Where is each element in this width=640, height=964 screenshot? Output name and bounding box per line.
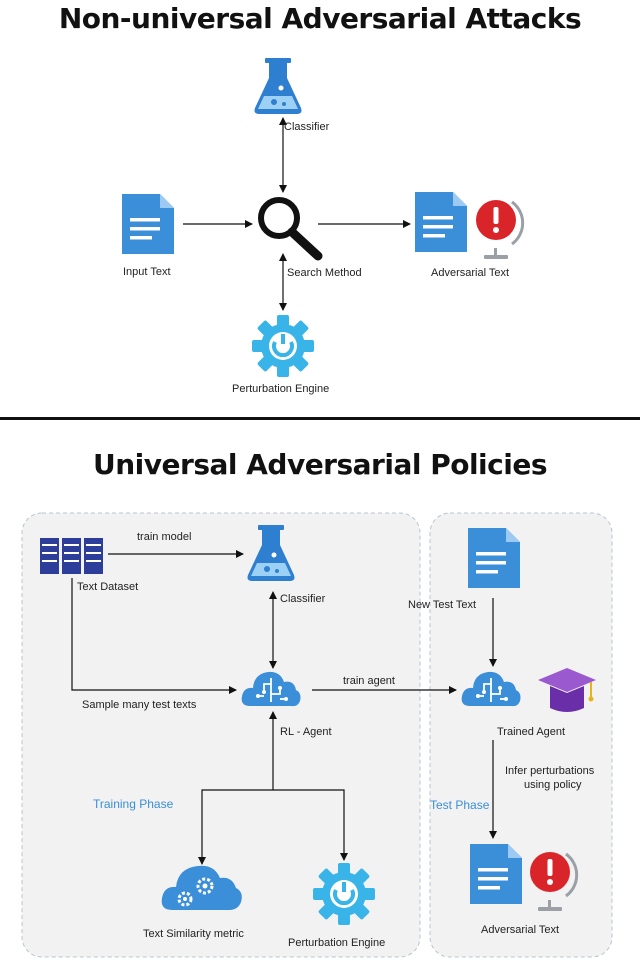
label-search-method: Search Method [287, 267, 362, 279]
gear-icon [250, 313, 316, 379]
label-text-similarity: Text Similarity metric [143, 928, 244, 940]
label-training-phase: Training Phase [93, 797, 174, 811]
edge-label-infer-2: using policy [524, 779, 582, 791]
edge-label-train-agent: train agent [343, 675, 395, 687]
edge-label-sample-tests: Sample many test texts [82, 699, 197, 711]
section-divider [0, 417, 640, 420]
label-new-test-text: New Test Text [408, 599, 477, 611]
training-phase-panel [21, 512, 421, 958]
label-classifier: Classifier [280, 593, 326, 605]
document-icon [122, 194, 174, 254]
label-rl-agent: RL - Agent [280, 726, 332, 738]
graduation-cap-icon [538, 668, 596, 712]
top-section-title: Non-universal Adversarial Attacks [58, 2, 582, 35]
label-trained-agent: Trained Agent [497, 726, 566, 738]
top-connectors [183, 117, 411, 311]
alert-globe-icon [474, 198, 525, 261]
edge-label-train-model: train model [137, 531, 192, 543]
flask-icon [254, 58, 302, 114]
label-perturbation-engine: Perturbation Engine [288, 937, 386, 949]
label-perturbation-engine: Perturbation Engine [232, 383, 330, 395]
edge-label-infer-1: Infer perturbations [505, 765, 595, 777]
document-icon [470, 844, 522, 904]
bottom-section-title: Universal Adversarial Policies [93, 448, 548, 481]
magnifier-icon [258, 197, 323, 261]
document-icon [468, 528, 520, 588]
label-classifier: Classifier [284, 121, 330, 133]
label-adversarial-text: Adversarial Text [481, 924, 560, 936]
gear-icon [311, 861, 377, 927]
gears-cloud-icon [161, 865, 242, 910]
label-adversarial-text: Adversarial Text [431, 267, 510, 279]
database-icon [40, 538, 103, 574]
label-input-text: Input Text [123, 266, 171, 278]
label-test-phase: Test Phase [430, 798, 490, 812]
bottom-connectors [71, 550, 497, 865]
label-text-dataset: Text Dataset [77, 581, 139, 593]
document-icon [415, 192, 467, 252]
